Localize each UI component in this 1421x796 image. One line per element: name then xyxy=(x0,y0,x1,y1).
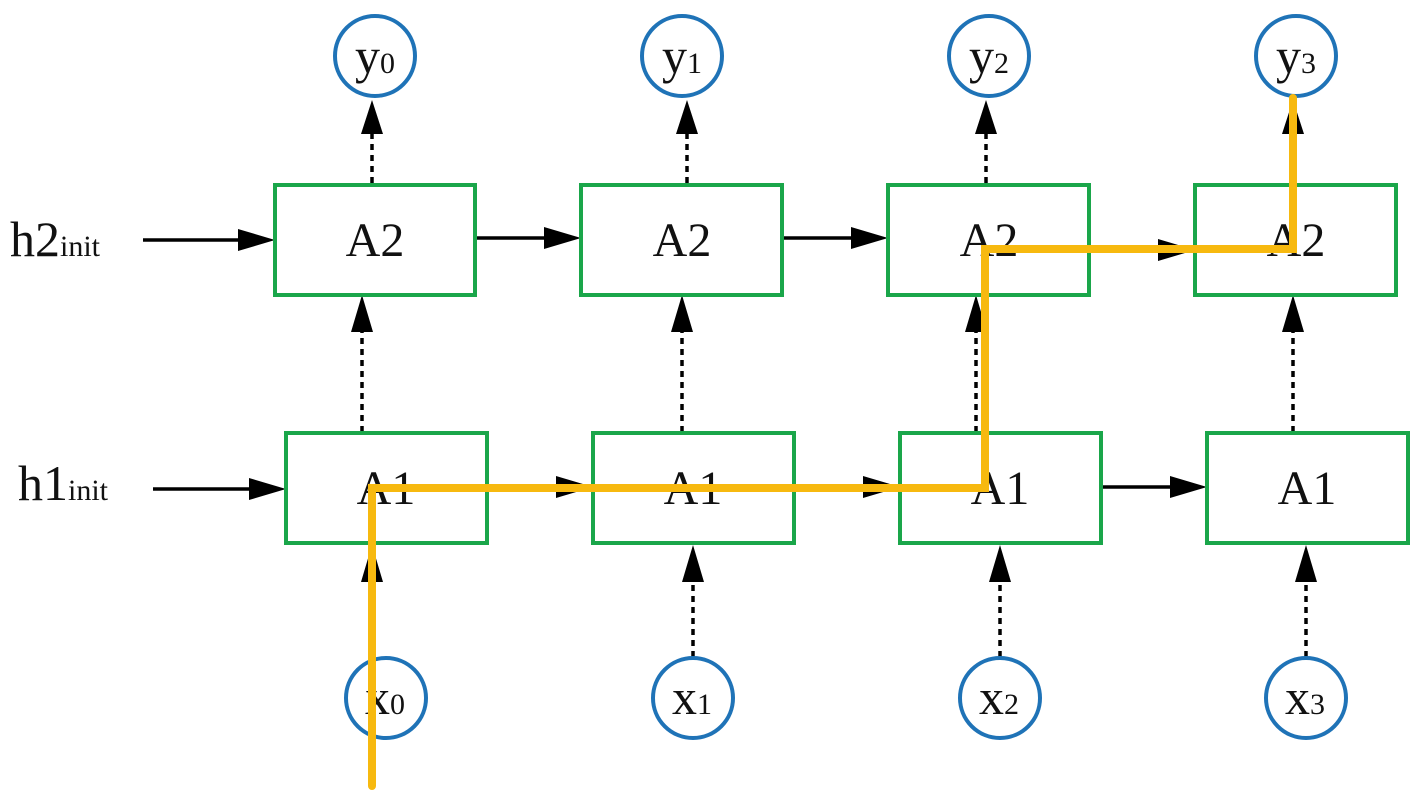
output-nodes: y0 y1 y2 y3 xyxy=(333,14,1338,98)
a2-cell-0: A2 xyxy=(273,183,477,297)
input-edges xyxy=(361,545,1317,657)
a1-cell-3: A1 xyxy=(1205,431,1410,545)
output-edge-2-arrowhead xyxy=(975,100,997,134)
output-node-1: y1 xyxy=(640,14,724,98)
a1-edge-2-3-arrowhead xyxy=(1170,476,1207,498)
input-node-2-label: x2 xyxy=(979,669,1019,725)
layer-edge-0-arrowhead xyxy=(351,295,373,332)
input-node-2: x2 xyxy=(958,656,1042,740)
layer-edge-1-arrowhead xyxy=(671,295,693,332)
output-node-3: y3 xyxy=(1254,14,1338,98)
layer2-cells: A2 A2 A2 A2 xyxy=(273,183,1398,297)
h2-init-label: h2init xyxy=(10,211,101,267)
a2-edge-1-2-arrowhead xyxy=(851,227,888,249)
input-edge-1-arrowhead xyxy=(682,545,704,582)
output-node-0-label: y0 xyxy=(355,28,395,84)
output-node-2: y2 xyxy=(947,14,1031,98)
a2-cell-0-label: A2 xyxy=(346,214,405,267)
output-node-3-label: y3 xyxy=(1276,28,1316,84)
input-edge-2-arrowhead xyxy=(989,545,1011,582)
input-edge-3-arrowhead xyxy=(1295,545,1317,582)
output-node-0: y0 xyxy=(333,14,417,98)
a1-cell-3-label: A1 xyxy=(1278,462,1337,515)
input-node-0: x0 xyxy=(344,656,428,740)
input-node-1: x1 xyxy=(651,656,735,740)
input-node-1-label: x1 xyxy=(672,669,712,725)
layer-edge-3-arrowhead xyxy=(1282,295,1304,332)
a2-cell-2: A2 xyxy=(886,183,1091,297)
h1-init-label: h1init xyxy=(18,455,109,511)
a2-edge-0-1-arrowhead xyxy=(544,227,581,249)
output-edge-1-arrowhead xyxy=(676,100,698,134)
h2-init-arrowhead xyxy=(238,229,275,251)
a2-cell-1: A2 xyxy=(579,183,784,297)
output-node-2-label: y2 xyxy=(969,28,1009,84)
a2-cell-1-label: A2 xyxy=(653,214,712,267)
input-node-3: x3 xyxy=(1264,656,1348,740)
inter-layer-edges xyxy=(351,295,1304,432)
input-nodes: x0 x1 x2 x3 xyxy=(344,656,1348,740)
h1-init-arrowhead xyxy=(249,478,286,500)
input-node-3-label: x3 xyxy=(1285,669,1325,725)
output-edge-0-arrowhead xyxy=(361,100,383,134)
highlight-path xyxy=(368,94,1297,790)
output-node-1-label: y1 xyxy=(662,28,702,84)
output-edges xyxy=(361,100,1304,183)
